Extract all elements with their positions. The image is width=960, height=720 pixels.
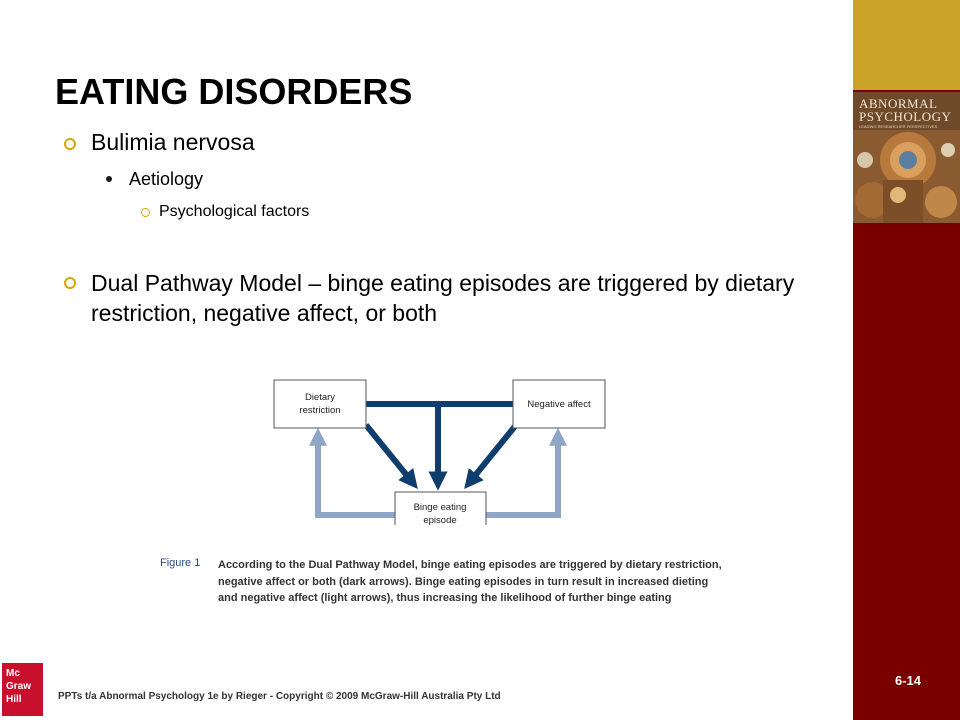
dietary-label-line1: Dietary xyxy=(305,392,335,403)
sidebar-gold-band xyxy=(853,0,960,90)
bullet-dual-pathway: Dual Pathway Model – binge eating episod… xyxy=(91,270,795,326)
footer-copyright: PPTs t/a Abnormal Psychology 1e by Riege… xyxy=(58,691,501,702)
book-cover-title-line1: ABNORMAL xyxy=(859,96,938,111)
binge-eating-box xyxy=(394,491,487,525)
logo-line3: Hill xyxy=(6,694,22,705)
slide-title: EATING DISORDERS xyxy=(55,71,413,112)
negative-trigger-arrow xyxy=(464,423,519,489)
book-cover-image: ABNORMAL PSYCHOLOGY LEADING RESEARCHER P… xyxy=(853,92,960,223)
book-cover-subtitle: LEADING RESEARCHER PERSPECTIVES xyxy=(859,124,938,129)
page-number: 6-14 xyxy=(895,673,922,688)
feedback-arrow-to-dietary xyxy=(309,427,395,518)
negative-affect-label: Negative affect xyxy=(527,399,591,410)
negative-affect-box xyxy=(512,379,606,429)
figure-label: Figure 1 xyxy=(160,557,201,569)
binge-label-line2: episode xyxy=(423,515,456,525)
bullet-ring-icon xyxy=(64,277,76,289)
dietary-label-line2: restriction xyxy=(299,405,340,416)
bullet-ring-icon xyxy=(141,208,150,217)
dual-pathway-diagram: Dietary restriction Negative affect Bing… xyxy=(273,379,606,525)
feedback-arrow-to-negative xyxy=(486,427,567,518)
bullet-dot-icon xyxy=(106,176,112,182)
logo-line1: Mc xyxy=(6,668,20,679)
book-cover-artwork xyxy=(853,130,960,223)
book-cover-title-line2: PSYCHOLOGY xyxy=(859,109,952,124)
figure-caption: According to the Dual Pathway Model, bin… xyxy=(218,559,722,604)
bullet-psych-factors: Psychological factors xyxy=(159,203,310,220)
dietary-trigger-arrow xyxy=(363,423,418,489)
bullet-aetiology: Aetiology xyxy=(129,169,204,189)
binge-label-line1: Binge eating xyxy=(414,502,467,513)
bullet-ring-icon xyxy=(64,138,76,150)
dietary-restriction-box xyxy=(273,379,367,429)
bullet-bulimia: Bulimia nervosa xyxy=(91,129,255,155)
mcgraw-hill-logo: Mc Graw Hill xyxy=(2,663,43,716)
logo-line2: Graw xyxy=(6,681,32,692)
